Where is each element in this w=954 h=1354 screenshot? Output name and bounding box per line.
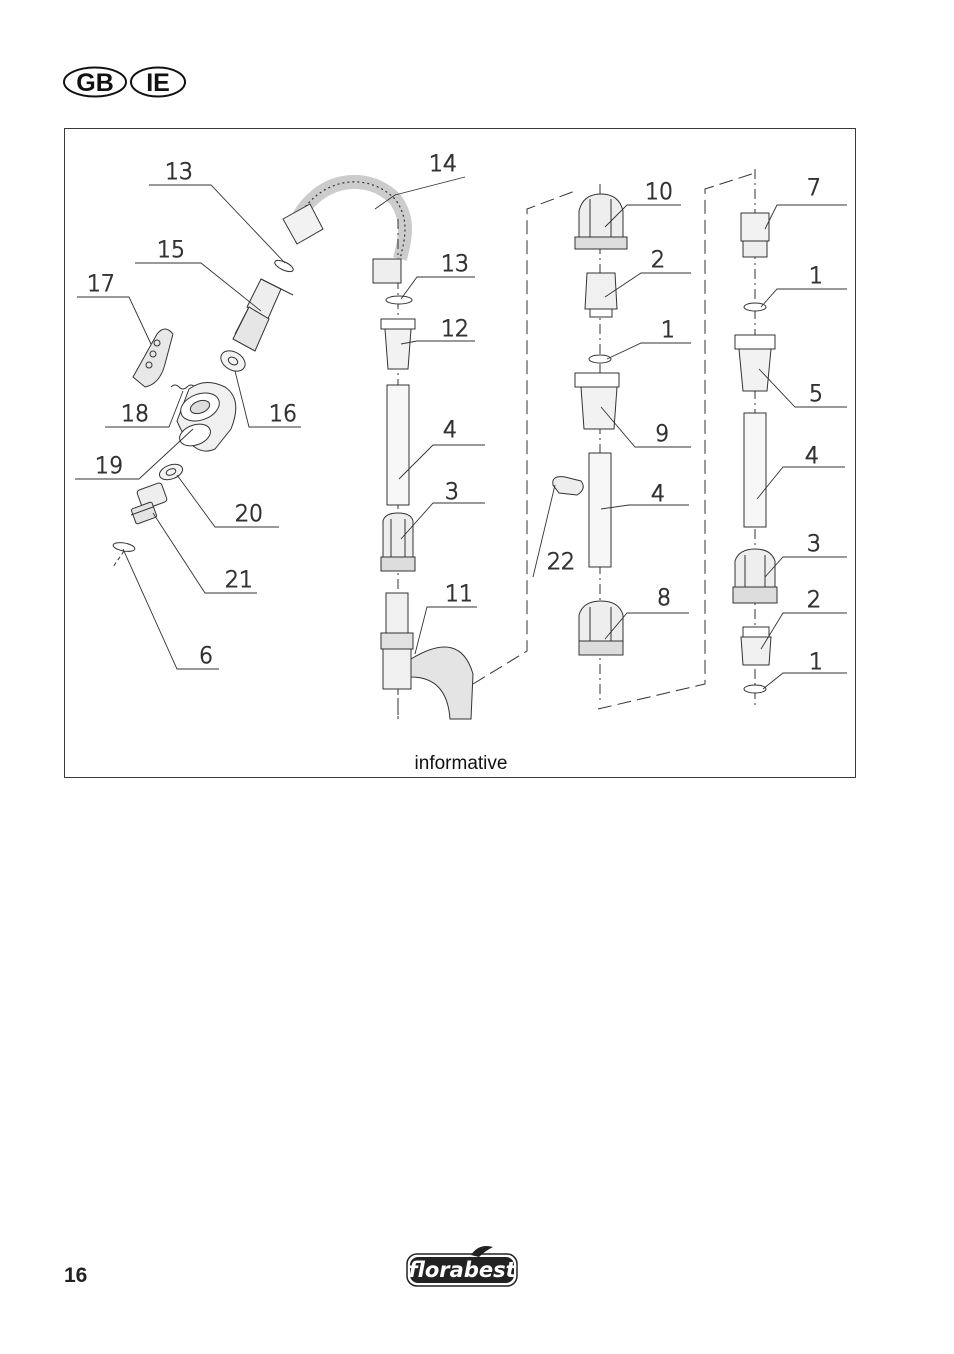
washer-hole: [165, 468, 177, 476]
axis-line: [472, 190, 576, 685]
nut-8-part: [578, 600, 624, 656]
adapter-9-part: [574, 372, 620, 430]
pipe-4-part: [588, 452, 612, 568]
washer-part: [158, 463, 184, 481]
pipe-4-part: [386, 384, 410, 506]
brand-logo-text: florabest: [408, 1258, 516, 1282]
callout-4: 4: [651, 482, 665, 507]
callout-4: 4: [805, 444, 819, 469]
washer-part: [588, 354, 612, 364]
cap-7-part: [740, 212, 770, 258]
language-badge-gb: GB: [63, 66, 127, 98]
callout-3: 3: [807, 532, 821, 557]
callout-1: 1: [809, 264, 823, 289]
hose-nut-left: [282, 203, 324, 245]
axis-line: [112, 550, 125, 568]
seal-ring-hole: [227, 356, 239, 366]
figure-caption: informative: [414, 753, 508, 774]
callout-11: 11: [445, 582, 473, 607]
callout-4: 4: [443, 418, 457, 443]
callout-3: 3: [445, 480, 459, 505]
exploded-parts-diagram: 13 14 13 15 17 12 18 16 4 19 3 20 21 11 …: [64, 128, 856, 778]
callout-12: 12: [441, 317, 469, 342]
callout-2: 2: [651, 248, 665, 273]
axis-line: [597, 172, 756, 710]
callout-10: 10: [645, 180, 673, 205]
coupling-nut-part: [372, 258, 402, 284]
page-number: 16: [64, 1264, 88, 1287]
callout-9: 9: [655, 422, 669, 447]
parts-drawing: 13 14 13 15 17 12 18 16 4 19 3 20 21 11 …: [75, 152, 847, 720]
callout-1: 1: [809, 650, 823, 675]
callout-2: 2: [807, 588, 821, 613]
callout-19: 19: [95, 454, 123, 479]
coiled-hose-part: [288, 174, 412, 261]
brand-logo: florabest: [405, 1245, 519, 1289]
callout-13: 13: [441, 252, 469, 277]
leader-lines: [75, 176, 847, 690]
washer-part: [743, 302, 767, 312]
callout-6: 6: [199, 644, 213, 669]
seal-ring-part: [220, 350, 246, 372]
adapter-5-part: [734, 334, 776, 392]
callout-1: 1: [661, 318, 675, 343]
callout-18: 18: [121, 402, 149, 427]
washer-part: [385, 295, 413, 305]
language-badge-gb-label: GB: [76, 69, 114, 97]
language-badge-ie-label: IE: [146, 69, 170, 97]
o-ring-part: [112, 542, 136, 552]
callout-15: 15: [157, 238, 185, 263]
washer-part: [274, 259, 294, 273]
nut-3-part: [732, 548, 778, 604]
callout-17: 17: [87, 272, 115, 297]
callout-16: 16: [269, 402, 297, 427]
hose-connector-part: [130, 482, 168, 525]
callout-7: 7: [807, 176, 821, 201]
adapter-12-part: [380, 318, 416, 370]
nut-3-part: [380, 512, 416, 572]
valve-handle-part: [132, 328, 174, 388]
adapter-2-part: [584, 272, 618, 318]
sleeve-part: [232, 278, 294, 352]
callout-20: 20: [235, 502, 263, 527]
callout-5: 5: [809, 382, 823, 407]
callout-13: 13: [165, 160, 193, 185]
spout-11-part: [380, 592, 474, 720]
callout-labels: 13 14 13 15 17 12 18 16 4 19 3 20 21 11 …: [87, 152, 824, 676]
callout-14: 14: [429, 152, 457, 177]
callout-22: 22: [547, 550, 575, 575]
callout-8: 8: [657, 586, 671, 611]
language-badges: GB IE: [63, 66, 193, 98]
spring-part: [170, 384, 196, 390]
leaf-icon: [471, 1246, 493, 1257]
pipe-4-part: [743, 412, 767, 528]
valve-body-part: [176, 382, 237, 452]
washer-part: [743, 684, 767, 694]
nut-10-part: [574, 193, 628, 250]
adapter-2-part: [740, 626, 772, 666]
clip-22-part: [552, 476, 584, 496]
language-badge-ie: IE: [130, 66, 186, 98]
callout-21: 21: [225, 568, 253, 593]
